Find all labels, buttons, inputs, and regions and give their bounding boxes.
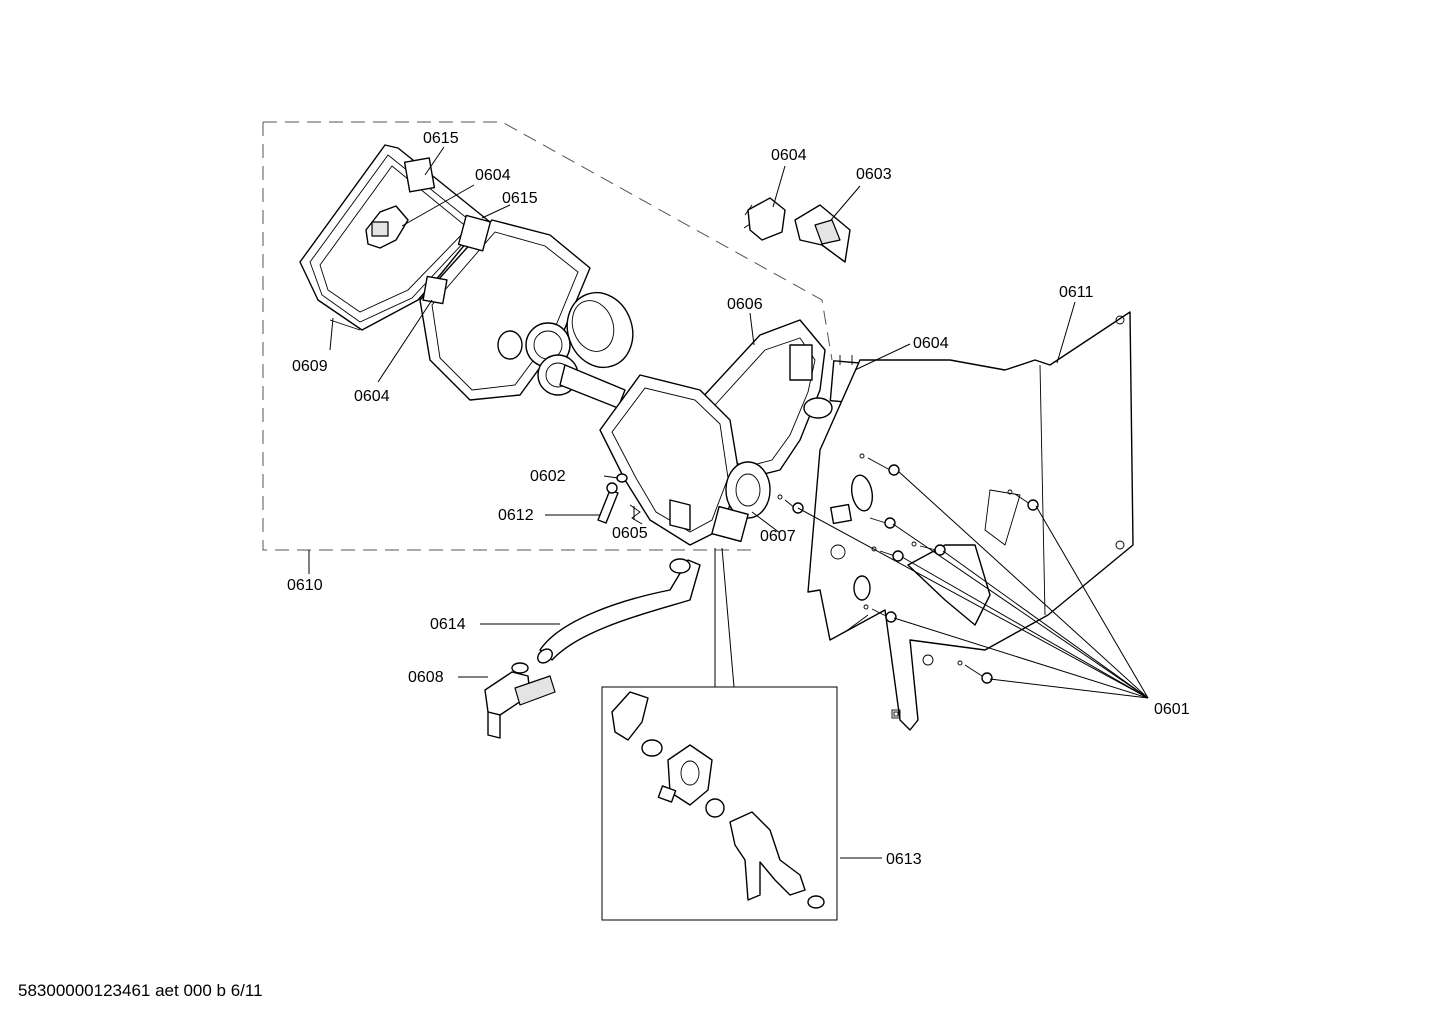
part-0601-screws [777,453,1039,684]
label-0608: 0608 [408,669,444,686]
label-0606: 0606 [727,296,763,313]
label-0604-top: 0604 [771,147,807,164]
part-0604-microswitch-top [743,197,786,241]
label-0604-cover: 0604 [475,167,511,184]
screw [777,494,804,514]
screw [863,604,897,623]
detail-box-0613 [601,547,838,921]
part-0602-oring [616,473,628,483]
leader-lines [329,146,1149,859]
part-0612-pin [597,482,619,524]
part-0608-connector [484,662,556,739]
label-0612: 0612 [498,507,534,524]
label-0609: 0609 [292,358,328,375]
label-0604-gearbox: 0604 [354,388,390,405]
label-0607: 0607 [760,528,796,545]
part-0614-hose [537,558,701,664]
screw [869,517,896,529]
screw [1007,489,1039,511]
label-0604-right: 0604 [913,335,949,352]
part-distribution-unit [599,374,771,546]
label-0614: 0614 [430,616,466,633]
part-0603-switch-bracket [794,204,851,263]
label-0611: 0611 [1059,284,1094,301]
label-0601: 0601 [1154,701,1190,718]
part-0605-spring [629,504,643,525]
label-0605: 0605 [612,525,648,542]
screw [859,453,900,476]
part-labels: 0615 0604 0615 0609 0604 0604 0603 0606 … [287,130,1190,868]
part-0611-mounting-plate [807,311,1134,731]
label-0610: 0610 [287,577,323,594]
part-gearbox-motor [419,214,634,409]
assembly-boundary-0610 [262,121,833,574]
screw [957,660,993,684]
screw [911,541,946,556]
label-0615-gearbox: 0615 [502,190,538,207]
label-0603: 0603 [856,166,892,183]
label-0615-top: 0615 [423,130,459,147]
drawing-reference-footer: 58300000123461 aet 000 b 6/11 [18,981,263,1000]
part-0609-cover [299,144,491,331]
label-0613: 0613 [886,851,922,868]
screw [871,546,904,562]
label-0602: 0602 [530,468,566,485]
